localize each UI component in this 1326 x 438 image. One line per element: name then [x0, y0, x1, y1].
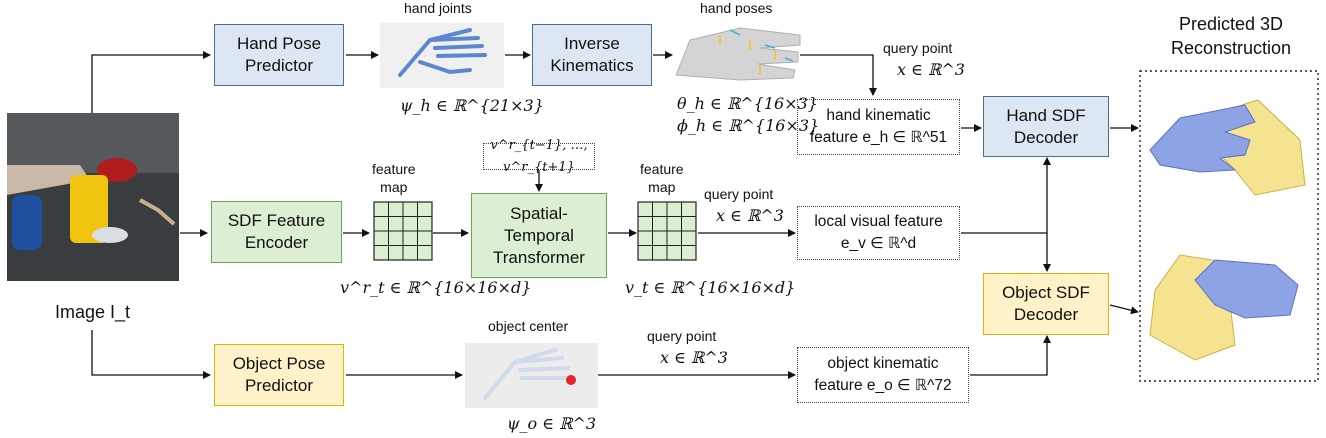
arrow-object-feature-to-decoder [970, 335, 1051, 376]
object-center-dot [566, 375, 576, 385]
arrow-query-to-hand-feature [800, 54, 877, 96]
temporal-neighbors-box: v^r_{t−1}, …, v^r_{t+1} [483, 138, 595, 175]
hand-poses-label: hand poses [700, 0, 773, 16]
arrow-image-to-hand-pose [91, 51, 211, 113]
query-point-2-label: query point [704, 186, 774, 202]
phi-h-annotation: ϕ_h ∈ ℝ^{16×3} [677, 116, 820, 135]
arrow-image-to-object-pose [91, 330, 211, 379]
object-center-label: object center [488, 318, 569, 334]
arrow-object-decoder-out [1109, 304, 1139, 315]
x-annotation-1: x ∈ ℝ^3 [897, 60, 965, 79]
query-point-1-label: query point [883, 40, 953, 56]
psi-o-annotation: ψ_o ∈ ℝ^3 [507, 414, 597, 433]
x-annotation-3: x ∈ ℝ^3 [660, 348, 728, 367]
hand-joints-label: hand joints [404, 0, 472, 16]
v-t-annotation: v_t ∈ ℝ^{16×16×d} [625, 278, 796, 297]
query-point-3-label: query point [647, 328, 717, 344]
theta-h-annotation: θ_h ∈ ℝ^{16×3} [677, 94, 818, 113]
psi-h-annotation: ψ_h ∈ ℝ^{21×3} [400, 96, 544, 115]
image-label: Image I_t [55, 302, 131, 322]
v-r-annotation: v^r_t ∈ ℝ^{16×16×d} [340, 278, 532, 297]
x-annotation-2: x ∈ ℝ^3 [716, 206, 784, 225]
